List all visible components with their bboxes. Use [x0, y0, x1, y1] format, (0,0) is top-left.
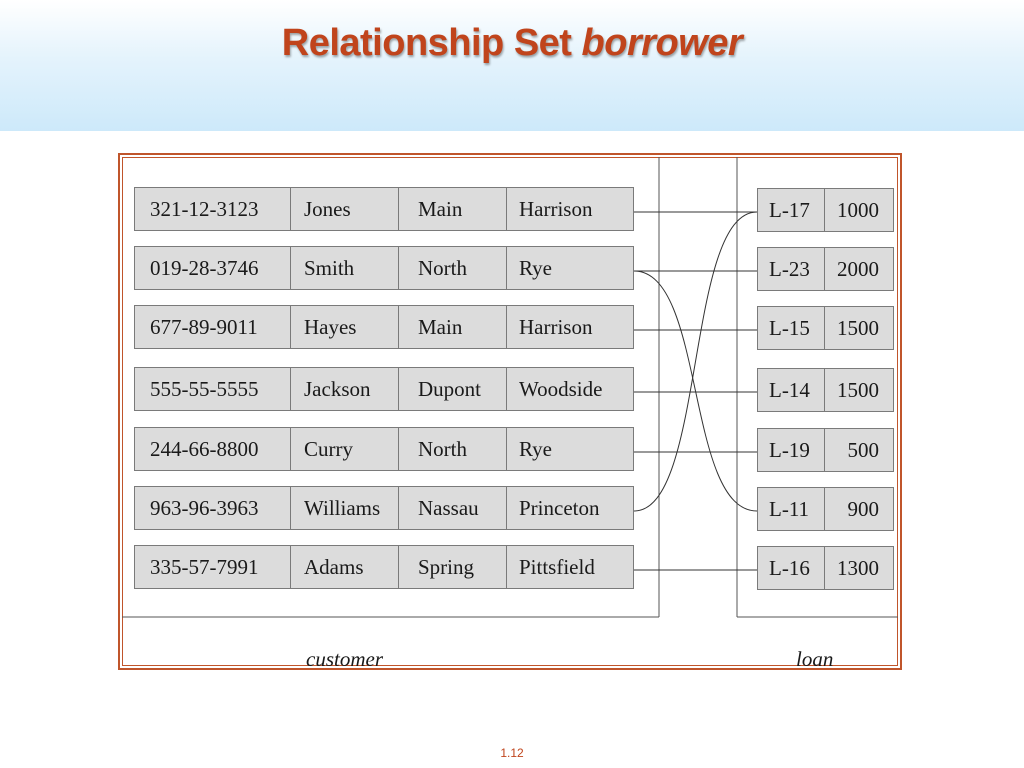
customer-name-cell: Hayes [290, 305, 399, 349]
customer-street-cell: North [398, 427, 507, 471]
customer-city-cell: Woodside [506, 367, 634, 411]
customer-street-cell: Dupont [398, 367, 507, 411]
customer-city-cell: Rye [506, 246, 634, 290]
customer-id-cell: 335-57-7991 [134, 545, 291, 589]
customer-street-cell: Main [398, 187, 507, 231]
loan-number-cell: L-17 [757, 188, 825, 232]
loan-number-cell: L-23 [757, 247, 825, 291]
customer-name-cell: Jackson [290, 367, 399, 411]
loan-number-cell: L-19 [757, 428, 825, 472]
loan-amount-cell: 900 [824, 487, 894, 531]
customer-city-cell: Harrison [506, 305, 634, 349]
customer-street-cell: Nassau [398, 486, 507, 530]
loan-number-cell: L-16 [757, 546, 825, 590]
customer-street-cell: North [398, 246, 507, 290]
loan-number-cell: L-11 [757, 487, 825, 531]
customer-name-cell: Smith [290, 246, 399, 290]
diagram-frame-inner [122, 157, 898, 666]
loan-amount-cell: 2000 [824, 247, 894, 291]
borrower-link-line [633, 211, 758, 512]
customer-id-cell: 555-55-5555 [134, 367, 291, 411]
customer-city-cell: Rye [506, 427, 634, 471]
customer-label: customer [306, 647, 383, 671]
diagram-frame-outer [118, 153, 902, 670]
customer-id-cell: 963-96-3963 [134, 486, 291, 530]
title-italic: borrower [581, 22, 743, 64]
loan-amount-cell: 500 [824, 428, 894, 472]
page-number: 1.12 [500, 746, 524, 760]
customer-city-cell: Harrison [506, 187, 634, 231]
loan-amount-cell: 1300 [824, 546, 894, 590]
loan-label: loan [796, 647, 834, 671]
slide-header [0, 0, 1024, 131]
title-main: Relationship Set [281, 22, 572, 64]
loan-number-cell: L-14 [757, 368, 825, 412]
slide-title: Relationship Set borrower [0, 22, 1024, 65]
customer-id-cell: 244-66-8800 [134, 427, 291, 471]
link-layer [633, 211, 758, 571]
customer-street-cell: Spring [398, 545, 507, 589]
customer-name-cell: Jones [290, 187, 399, 231]
loan-amount-cell: 1000 [824, 188, 894, 232]
customer-name-cell: Curry [290, 427, 399, 471]
customer-id-cell: 321-12-3123 [134, 187, 291, 231]
customer-id-cell: 019-28-3746 [134, 246, 291, 290]
customer-name-cell: Williams [290, 486, 399, 530]
loan-amount-cell: 1500 [824, 368, 894, 412]
loan-amount-cell: 1500 [824, 306, 894, 350]
customer-id-cell: 677-89-9011 [134, 305, 291, 349]
customer-name-cell: Adams [290, 545, 399, 589]
borrower-link-line [633, 270, 758, 512]
customer-street-cell: Main [398, 305, 507, 349]
customer-city-cell: Princeton [506, 486, 634, 530]
loan-number-cell: L-15 [757, 306, 825, 350]
customer-city-cell: Pittsfield [506, 545, 634, 589]
